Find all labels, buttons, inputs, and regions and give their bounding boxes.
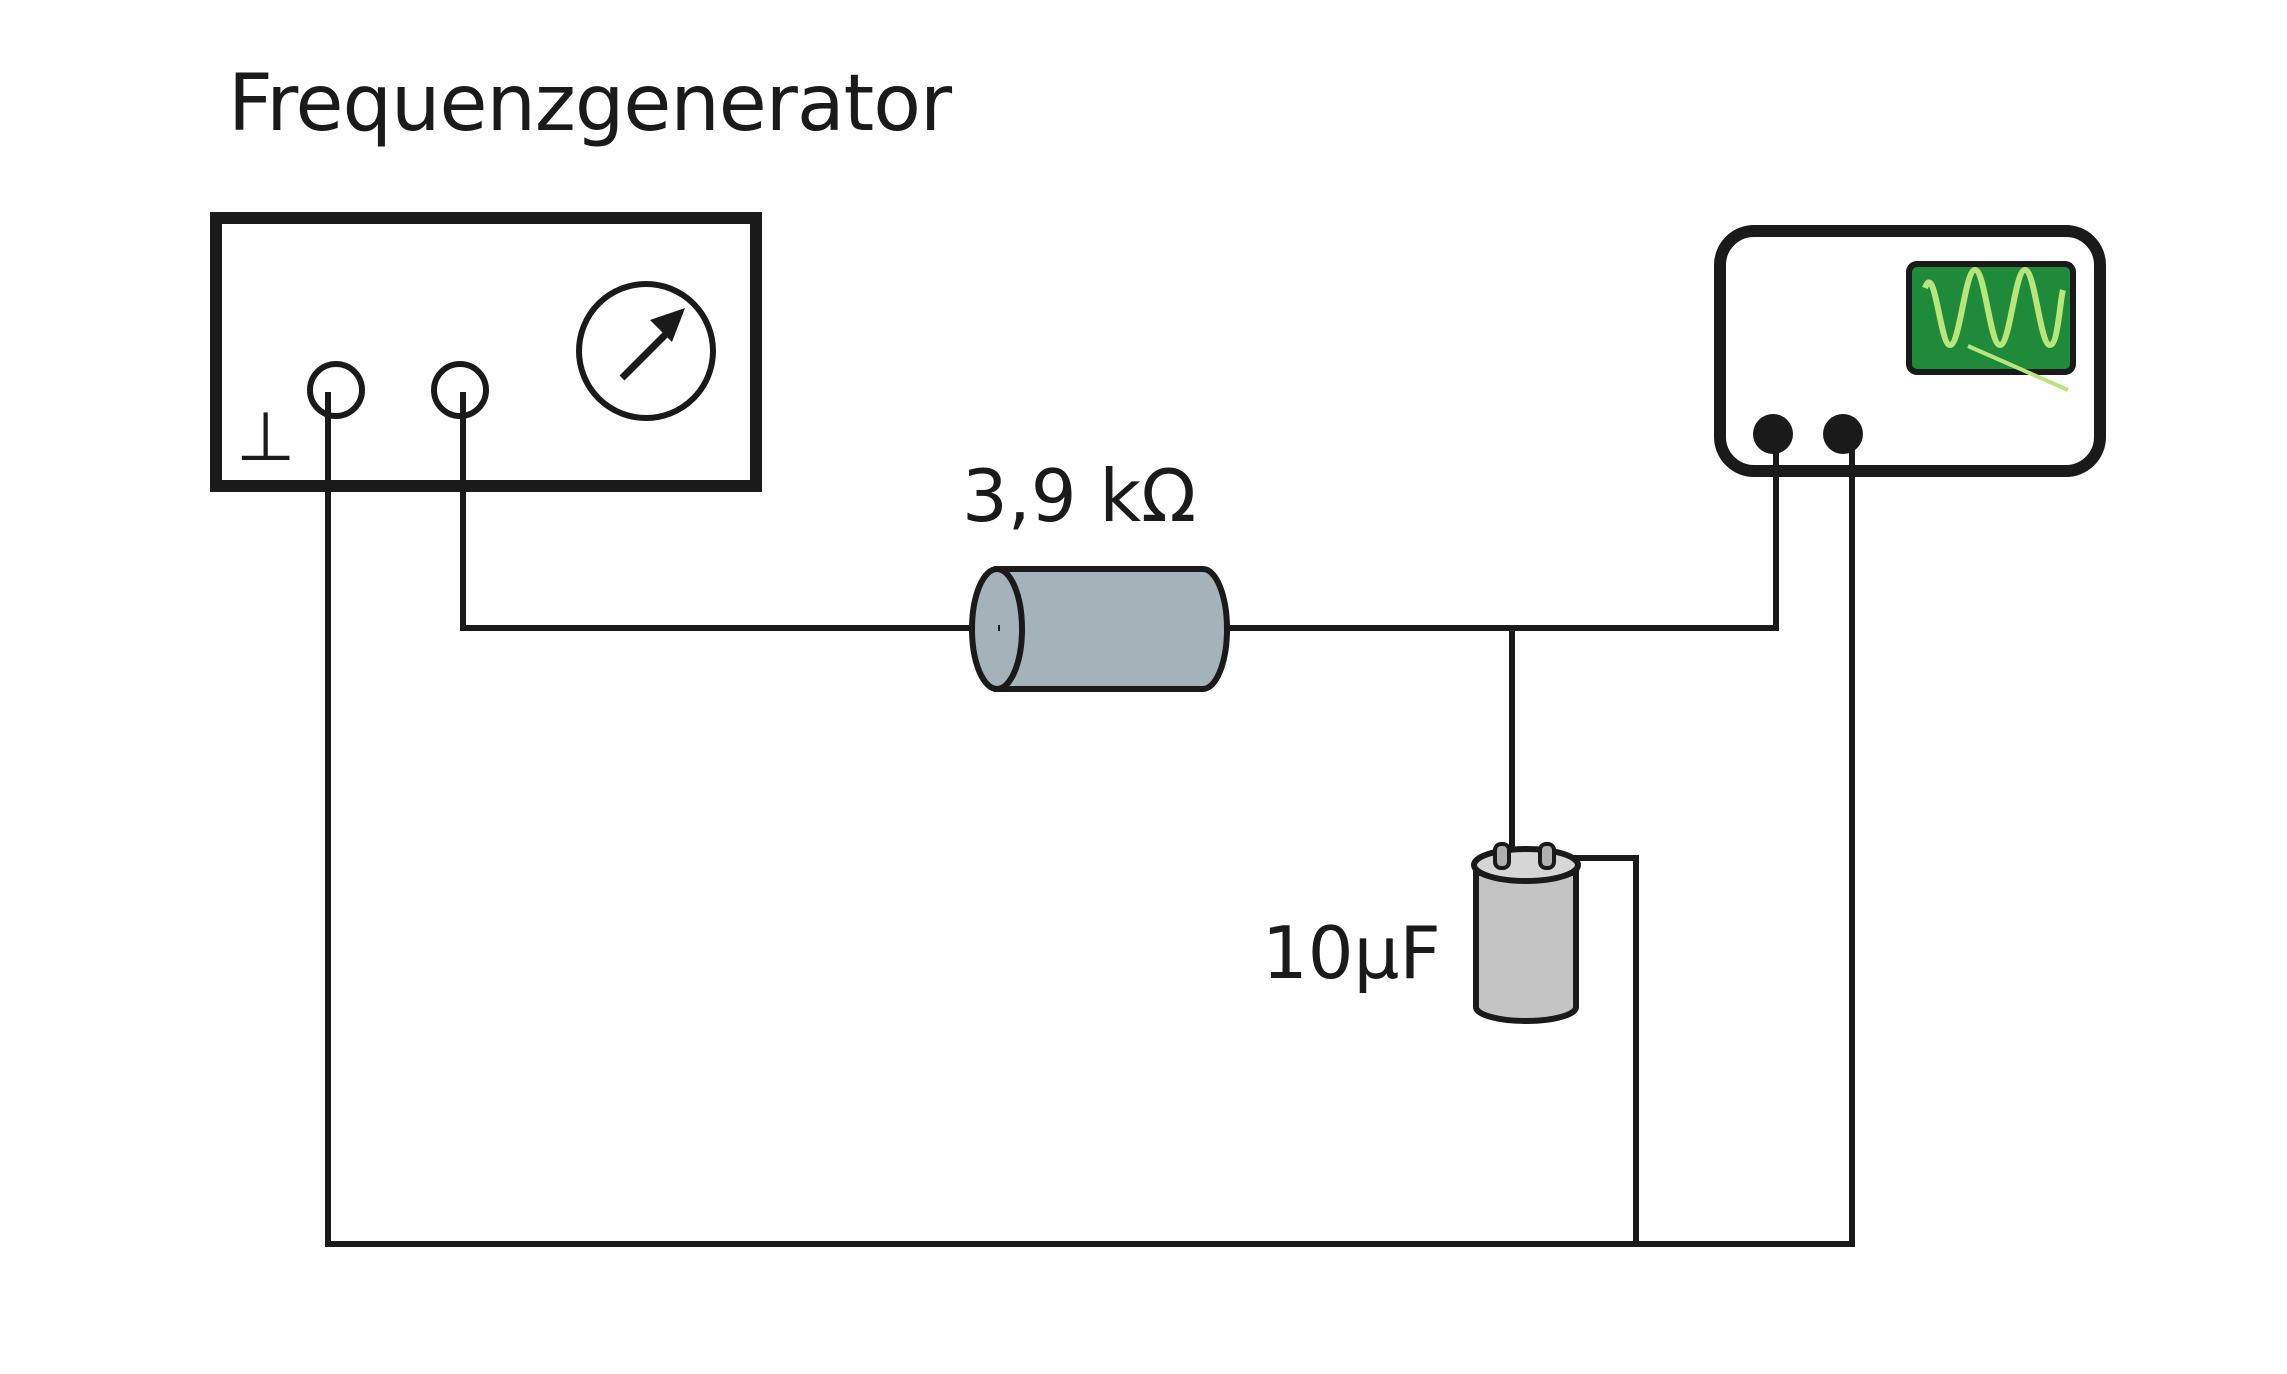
capacitor-pin-2 [1538,842,1556,870]
capacitor: 10μF [1262,842,1581,1024]
analog-meter-icon [576,281,716,421]
wires [325,392,1855,1247]
wire-ground-rail [325,392,1855,1247]
wire-generator-to-resistor [460,392,1003,631]
resistor-label: 3,9 kΩ [962,454,1196,538]
sine-wave-screen-icon [1906,261,2076,392]
oscilloscope-input-2 [1823,414,1863,454]
frequency-generator: ⊥ [210,212,762,492]
capacitor-pin-1 [1493,842,1511,870]
page-title: Frequenzgenerator [228,59,953,149]
oscilloscope-input-1 [1753,414,1793,454]
oscilloscope [1714,225,2106,477]
wire-resistor-to-scope [1228,440,1779,631]
wire-capacitor-to-ground [1558,855,1639,1244]
capacitor-label: 10μF [1262,911,1441,995]
ground-symbol: ⊥ [236,398,295,477]
generator-housing [210,212,762,492]
resistor: 3,9 kΩ [962,454,1230,692]
generator-ground-terminal [307,361,365,419]
